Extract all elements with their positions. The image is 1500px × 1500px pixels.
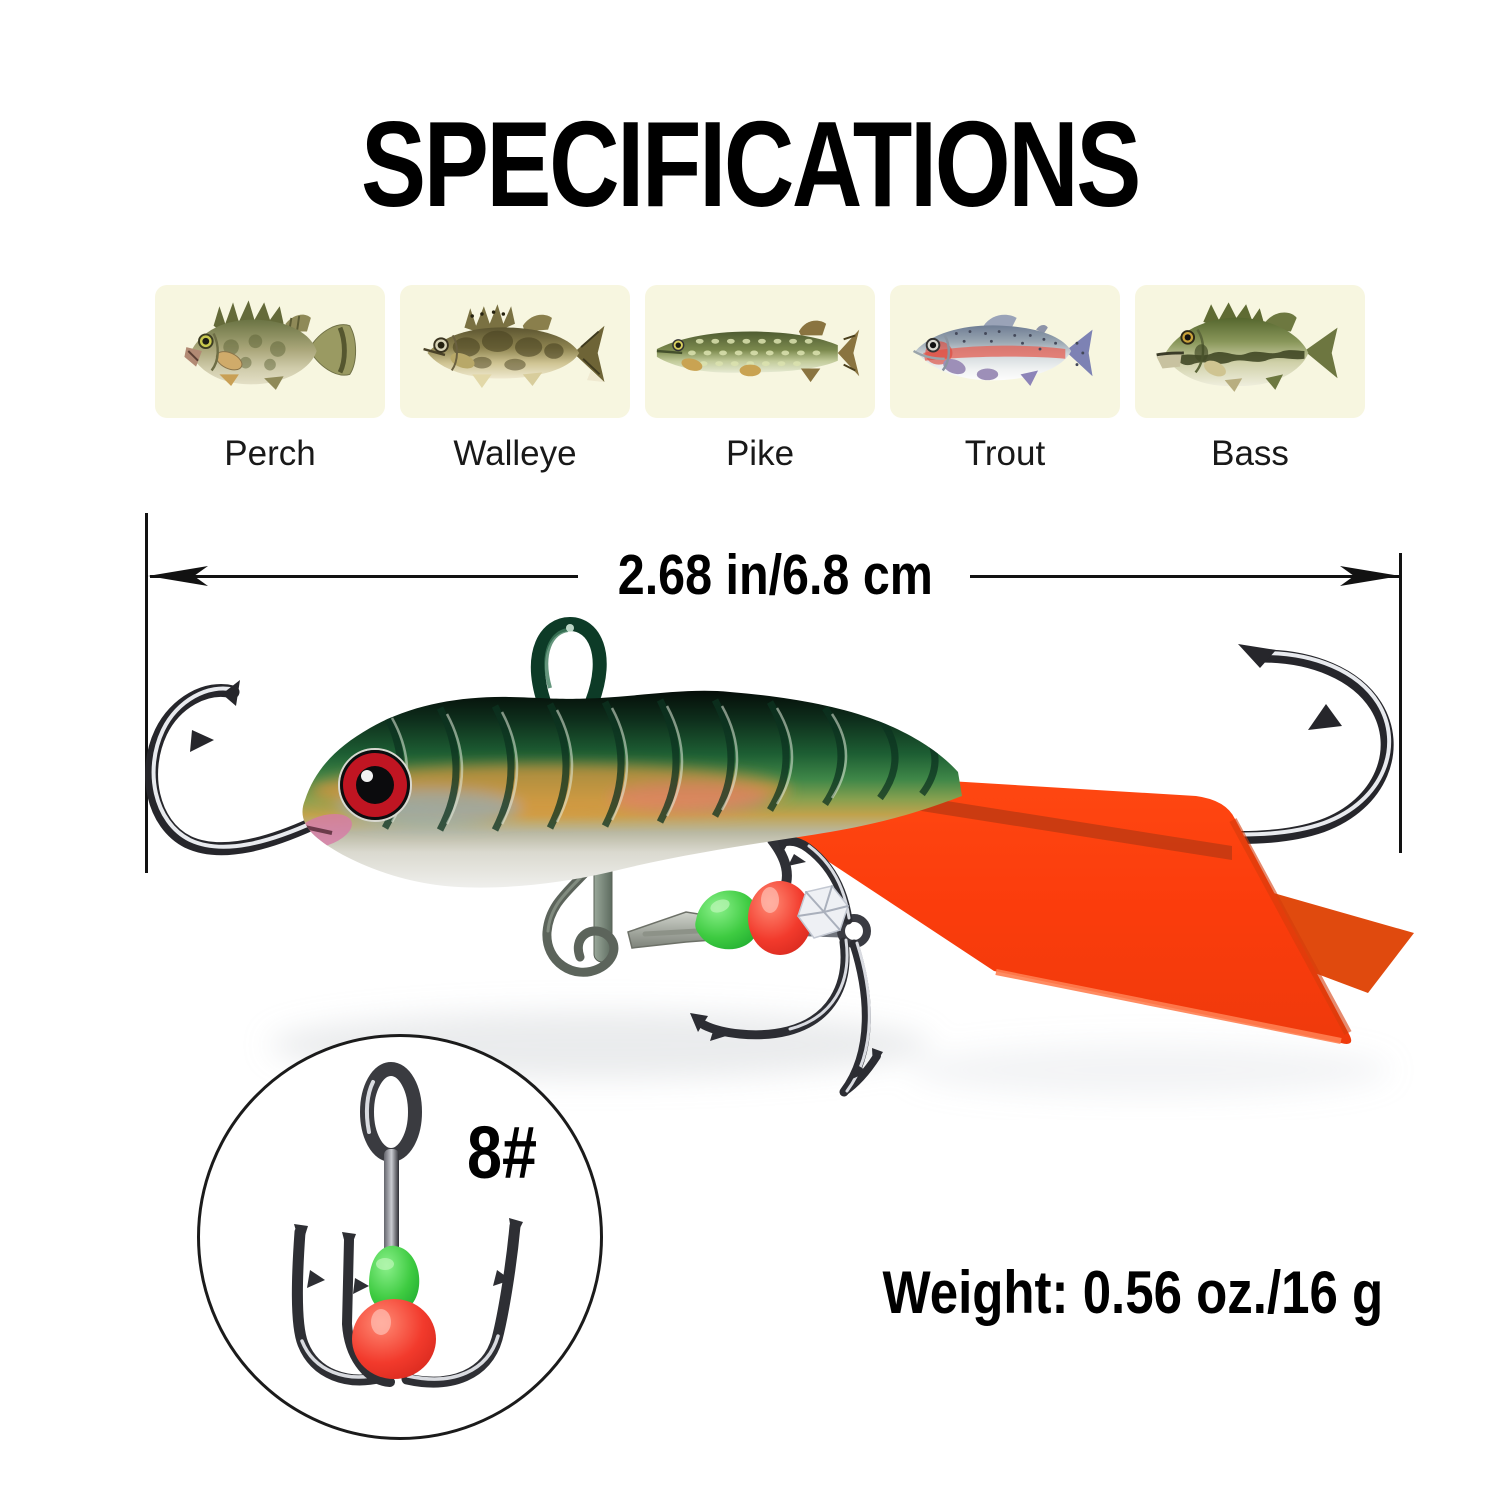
walleye-image	[423, 304, 605, 388]
dimension-line-right	[970, 575, 1400, 578]
fish-card-bass	[1135, 285, 1365, 418]
dimension-end-tick-left	[145, 513, 148, 873]
lure-image	[145, 616, 1414, 1097]
crystal-bead	[797, 885, 849, 939]
lure-body	[302, 690, 963, 888]
fish-card-pike	[645, 285, 875, 418]
left-arrowhead-icon	[148, 566, 208, 586]
fish-card-trout	[890, 285, 1120, 418]
fish-label-bass: Bass	[1211, 434, 1289, 473]
right-arrowhead-icon	[1340, 566, 1400, 586]
fish-card-perch	[155, 285, 385, 418]
perch-image	[184, 300, 357, 390]
fish-label-trout: Trout	[964, 434, 1046, 473]
bead-red	[352, 1299, 436, 1379]
lure-eye	[338, 748, 412, 822]
treble-hook-detail-image	[291, 1062, 523, 1388]
bass-image	[1156, 302, 1338, 392]
treble-hook	[690, 835, 883, 1097]
weight-value: Weight: 0.56 oz./16 g	[882, 1259, 1384, 1326]
front-hook	[145, 680, 319, 856]
bead-green	[695, 890, 759, 950]
dimension-end-tick-right	[1399, 553, 1402, 853]
hook-size-label: 8#	[467, 1111, 537, 1194]
length-value: 2.68 in/6.8 cm	[617, 543, 933, 607]
fish-label-perch: Perch	[224, 434, 316, 473]
line-tie-eyelet	[530, 616, 607, 705]
page-title: SPECIFICATIONS	[361, 96, 1141, 232]
dimension-line-left	[150, 575, 578, 578]
fish-label-walleye: Walleye	[453, 434, 577, 473]
pike-image	[656, 320, 860, 383]
fish-card-walleye	[400, 285, 630, 418]
fish-label-pike: Pike	[725, 434, 795, 473]
trout-image	[912, 314, 1093, 387]
hook-detail-inset: 8#	[197, 1034, 603, 1440]
